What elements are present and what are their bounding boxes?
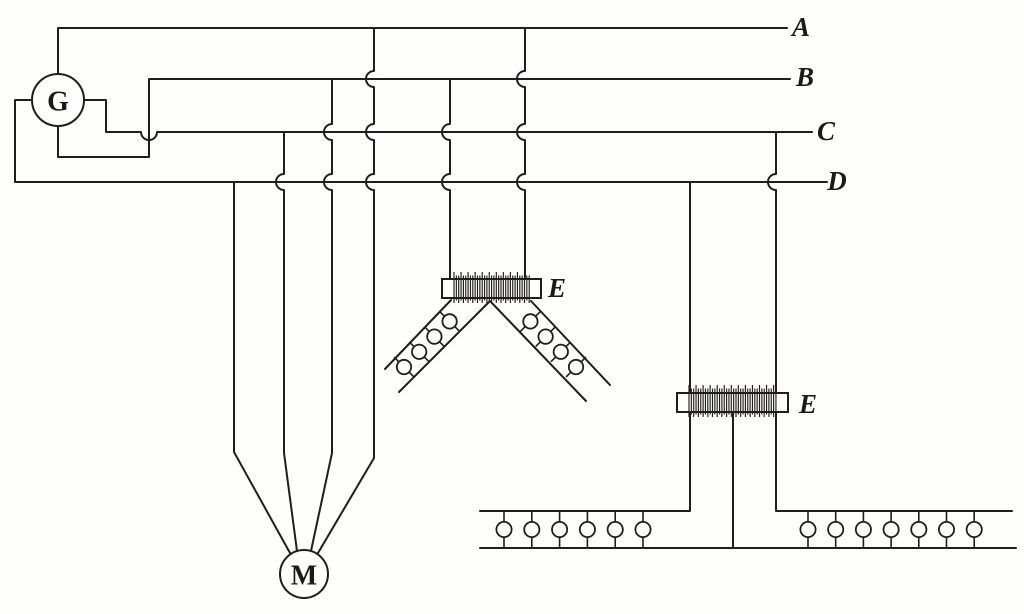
lamp-icon	[551, 521, 569, 539]
lamp-stem	[454, 325, 461, 332]
main-b-label: B	[795, 62, 814, 92]
lamp-stem	[439, 310, 446, 317]
lamp-stem	[408, 371, 415, 378]
motor-feeder-from-d	[233, 181, 291, 554]
lamp-stem	[565, 371, 572, 378]
lamp-stem	[565, 341, 572, 348]
lamp-icon	[567, 358, 585, 376]
converter2-feeder-from-d-and-left-rail	[479, 181, 691, 512]
converter1-feeder-from-b	[441, 78, 451, 287]
lamp-banks	[479, 511, 1017, 549]
lamp-icon	[522, 313, 539, 330]
lamp-stem	[438, 341, 445, 348]
lamp-icon	[523, 521, 541, 539]
lamp-icon	[441, 313, 458, 330]
lamp-stem	[550, 356, 557, 363]
converter1-label: E	[547, 273, 566, 303]
main-line-a	[57, 27, 788, 75]
lamp-icon	[495, 521, 513, 539]
motor: M	[279, 549, 329, 599]
lamp-stem	[550, 326, 557, 333]
lamp-icon	[411, 343, 428, 360]
left-branch-inner-rail	[398, 300, 491, 393]
generator-label: G	[47, 87, 69, 118]
converter1-left-lamp-string	[393, 310, 461, 378]
motor-feeder-from-c	[275, 131, 298, 552]
main-a-label: A	[790, 12, 810, 42]
lamp-stem	[580, 356, 587, 363]
main-line-labels: A B C D	[790, 12, 847, 196]
lamp-icon	[606, 521, 624, 539]
lamp-stem	[423, 326, 430, 333]
mains-group	[14, 27, 828, 183]
converter-2: E	[479, 131, 1013, 549]
generator-circle	[31, 73, 85, 127]
motor-label: M	[291, 561, 317, 592]
lamp-icon	[965, 521, 983, 539]
converter1-right-lamp-string	[519, 310, 587, 378]
main-line-b	[57, 78, 791, 158]
lamp-icon	[634, 521, 652, 539]
lamp-icon	[882, 521, 900, 539]
main-c-label: C	[817, 116, 836, 146]
motor-feeder-from-b	[310, 78, 333, 552]
lamp-icon	[827, 521, 845, 539]
main-d-label: D	[826, 166, 847, 196]
converter1-winding-hatch-icon	[453, 272, 530, 303]
lamp-stem	[535, 341, 542, 348]
generator: G	[31, 73, 85, 127]
converter2-label: E	[798, 389, 817, 419]
converter2-winding-hatch-icon	[688, 385, 777, 417]
lamp-icon	[799, 521, 817, 539]
bottom-right-lamp-bank	[799, 511, 983, 548]
lamp-icon	[395, 358, 413, 376]
main-line-d	[14, 99, 828, 183]
lamp-stem	[534, 310, 541, 317]
converter1-feeder-from-a	[516, 27, 526, 287]
lamp-stem	[423, 356, 430, 363]
lamp-icon	[537, 328, 554, 345]
right-branch-inner-rail	[489, 300, 587, 402]
lamp-stem	[393, 356, 400, 363]
lamp-icon	[910, 521, 928, 539]
lamp-stem	[519, 325, 526, 332]
lamp-icon	[938, 521, 956, 539]
converter2-feeder-from-c-and-right-rail	[767, 131, 1013, 512]
lamp-icon	[426, 328, 443, 345]
converter-1: E	[384, 27, 611, 402]
motor-feeders	[233, 27, 375, 554]
main-line-c	[83, 99, 813, 141]
lamp-icon	[578, 521, 596, 539]
motor-feeder-from-a	[317, 27, 375, 554]
bottom-left-lamp-bank	[495, 511, 652, 548]
lamp-icon	[552, 343, 569, 360]
lamp-stem	[408, 341, 415, 348]
motor-circle	[279, 549, 329, 599]
lamp-icon	[854, 521, 872, 539]
